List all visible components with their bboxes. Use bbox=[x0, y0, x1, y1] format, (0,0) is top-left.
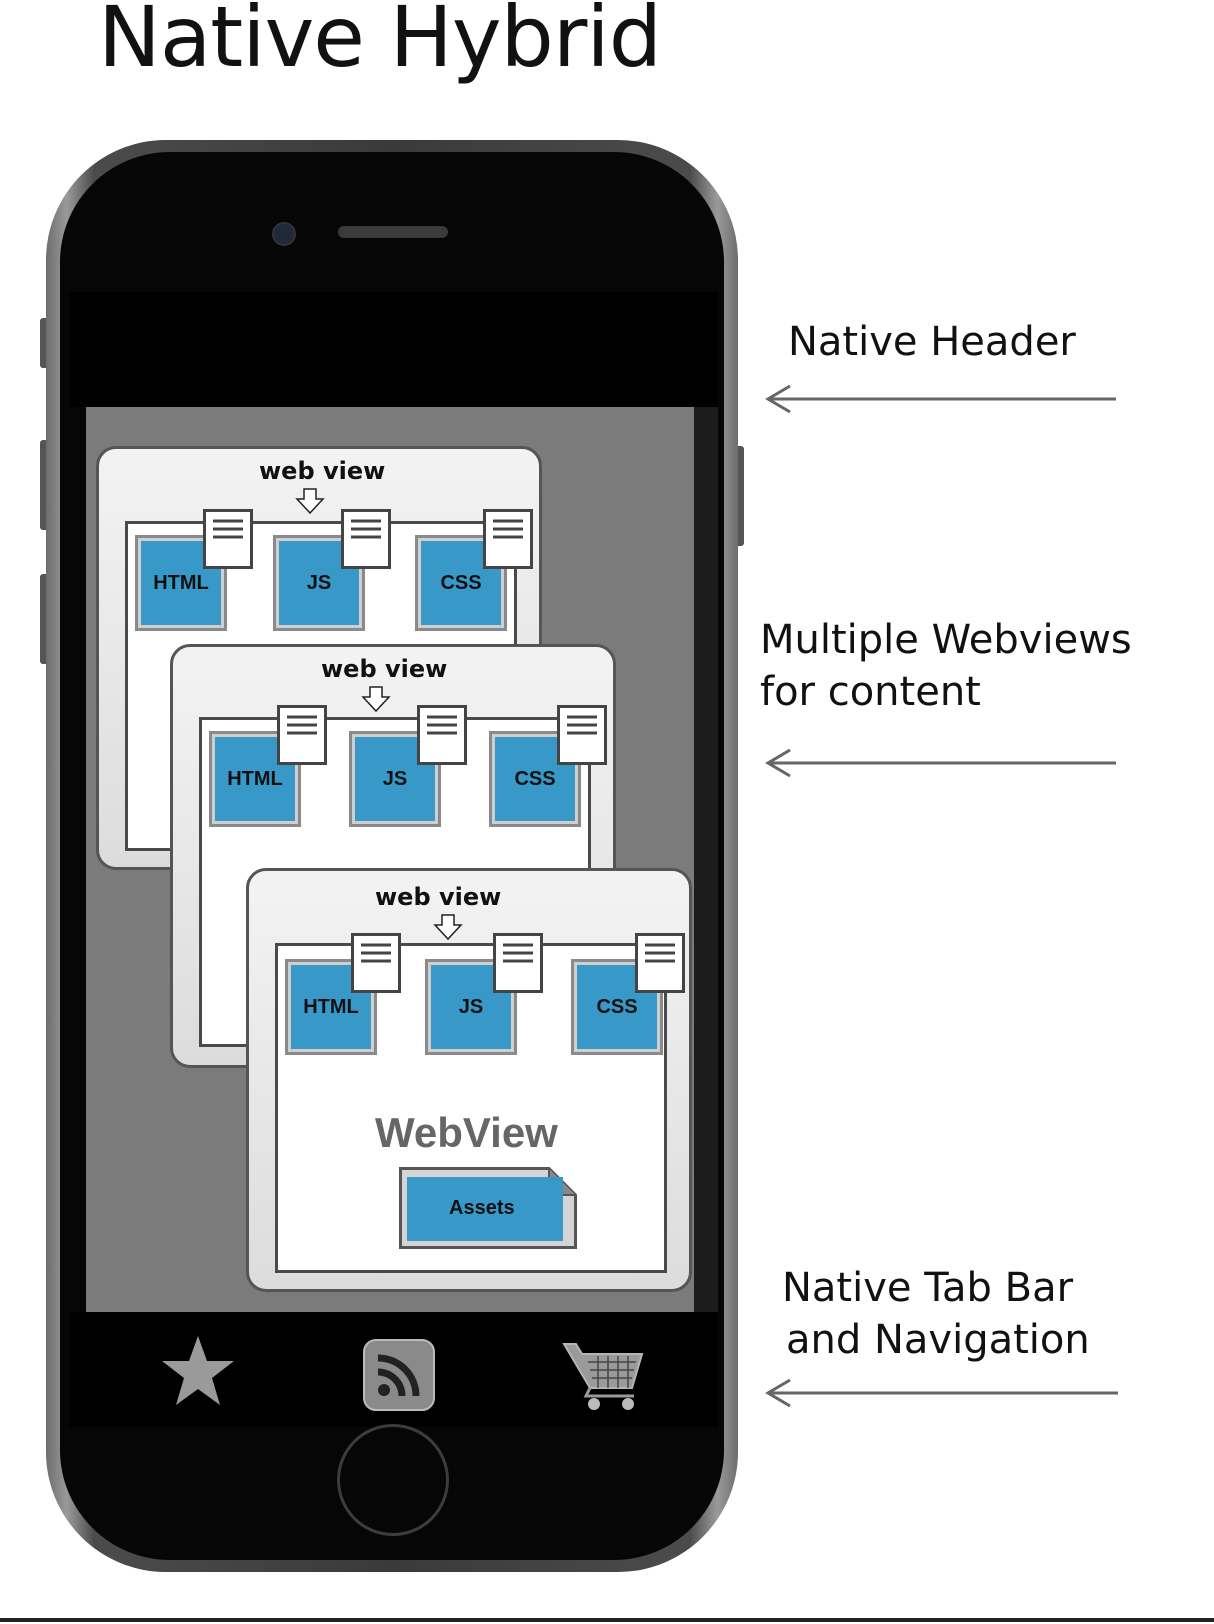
rss-icon[interactable] bbox=[362, 1338, 436, 1412]
native-header-annotation: Native Header bbox=[788, 319, 1076, 365]
shopping-cart-icon[interactable] bbox=[562, 1338, 646, 1414]
star-icon[interactable] bbox=[160, 1334, 236, 1408]
arrow-left-icon bbox=[765, 748, 1116, 778]
down-arrow-icon bbox=[361, 686, 391, 713]
webview-card-3: web view HTML JS CSS WebView Assets bbox=[246, 868, 692, 1292]
document-icon bbox=[557, 705, 607, 765]
home-button[interactable] bbox=[337, 1424, 449, 1536]
down-arrow-icon bbox=[433, 914, 463, 941]
tabbar-annotation-line2: and Navigation bbox=[786, 1317, 1090, 1363]
webviews-annotation-line1: Multiple Webviews bbox=[760, 617, 1132, 663]
native-header-bar bbox=[70, 292, 718, 407]
phone-volume-down-button bbox=[40, 574, 48, 664]
document-icon bbox=[417, 705, 467, 765]
document-icon bbox=[483, 509, 533, 569]
webview-card-label: web view bbox=[321, 655, 448, 683]
arrow-left-icon bbox=[765, 1378, 1118, 1408]
assets-label: Assets bbox=[449, 1197, 515, 1219]
css-file: CSS bbox=[415, 535, 507, 631]
phone-power-button bbox=[736, 446, 744, 546]
html-file: HTML bbox=[209, 731, 301, 827]
down-arrow-icon bbox=[295, 488, 325, 515]
document-icon bbox=[493, 933, 543, 993]
bottom-border bbox=[0, 1618, 1214, 1622]
webviews-annotation-line2: for content bbox=[760, 669, 981, 715]
document-icon bbox=[351, 933, 401, 993]
document-icon bbox=[277, 705, 327, 765]
webview-inner-title: WebView bbox=[375, 1109, 558, 1156]
webview-card-label: web view bbox=[375, 883, 502, 911]
assets-folder-icon bbox=[399, 1167, 577, 1249]
phone-volume-up-button bbox=[40, 440, 48, 530]
camera-icon bbox=[272, 222, 296, 246]
tabbar-annotation-line1: Native Tab Bar bbox=[782, 1265, 1074, 1311]
webview-card-label: web view bbox=[259, 457, 386, 485]
arrow-left-icon bbox=[765, 384, 1116, 414]
phone-silent-switch bbox=[40, 318, 48, 368]
diagram-title: Native Hybrid bbox=[98, 0, 662, 86]
speaker-grille bbox=[338, 226, 448, 238]
screen-edge-shadow bbox=[694, 407, 718, 1312]
document-icon bbox=[203, 509, 253, 569]
document-icon bbox=[635, 933, 685, 993]
document-icon bbox=[341, 509, 391, 569]
